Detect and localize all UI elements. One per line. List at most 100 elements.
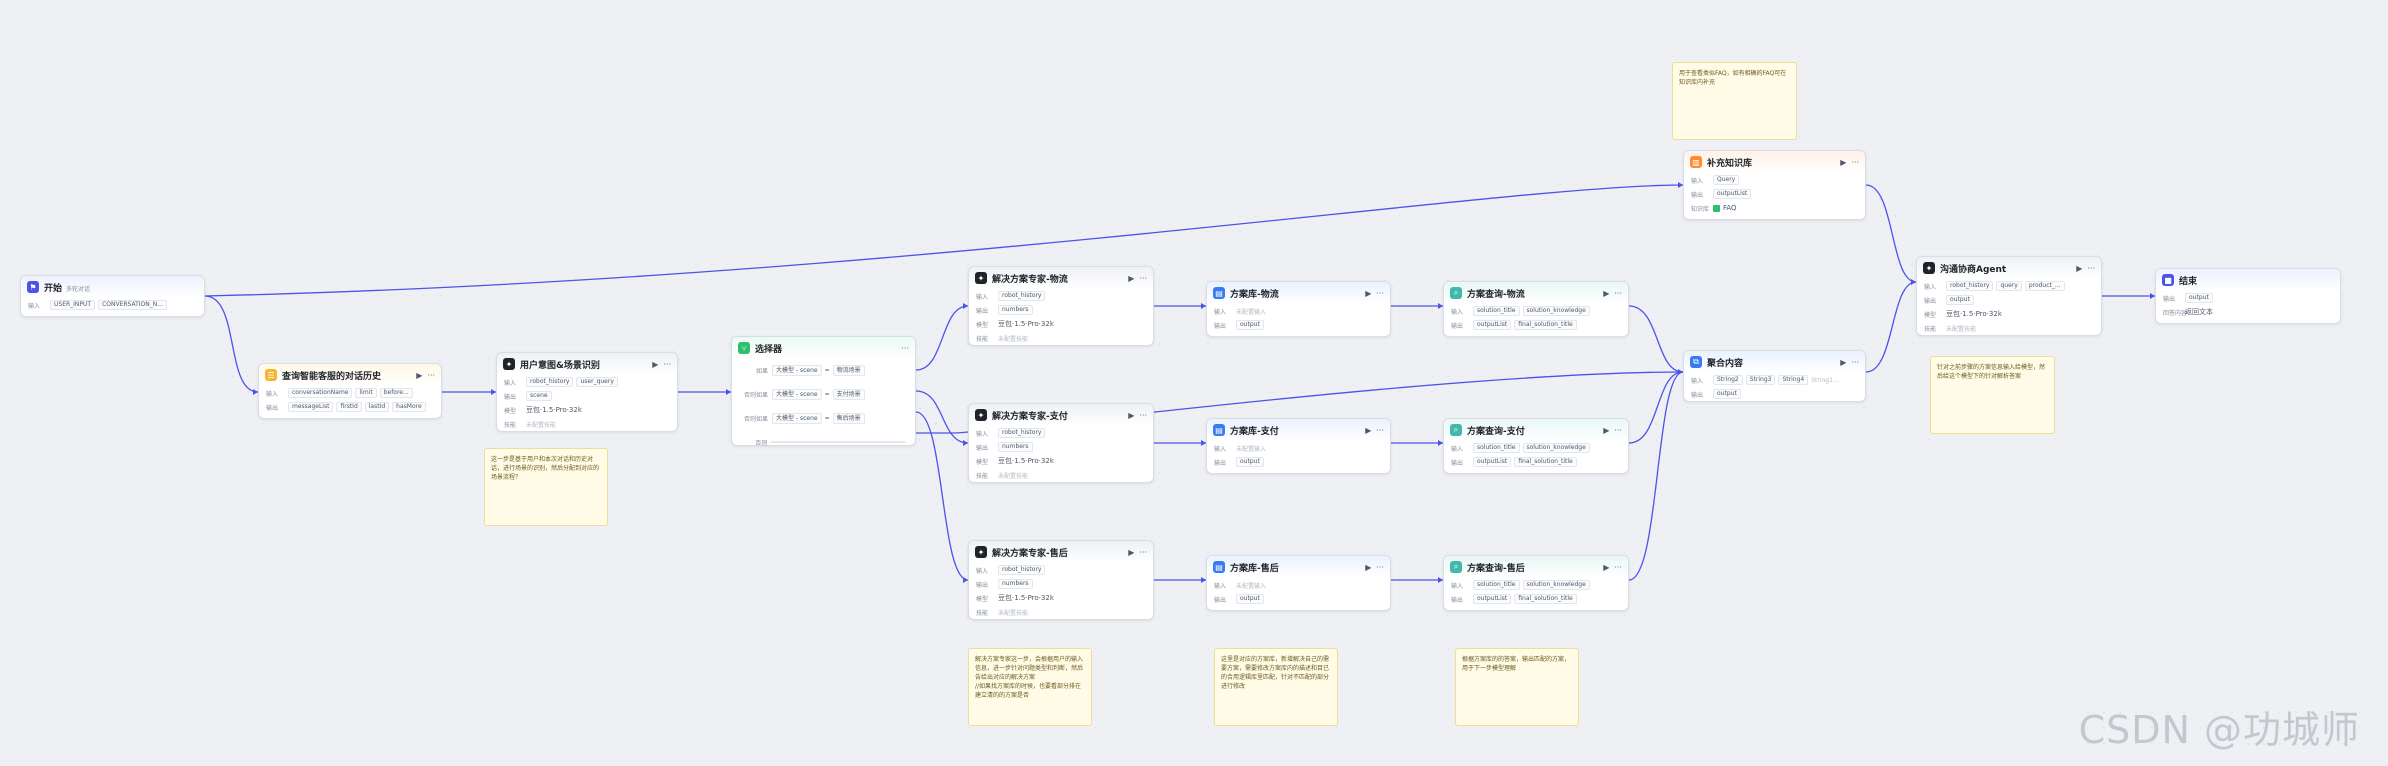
run-icon[interactable]: ▶ (652, 359, 659, 369)
expert-model: 豆包·1.5·Pro·32k (998, 457, 1054, 465)
llm-icon: ✦ (503, 358, 515, 370)
input-none: 未配置输入 (1236, 582, 1267, 590)
end-title: 结束 (2179, 276, 2198, 287)
node-merge[interactable]: ⧉ 聚合内容 ▶ ··· 输入 String2 String3 String4 … (1683, 350, 1866, 402)
label-output: 输出 (1451, 459, 1464, 467)
run-icon[interactable]: ▶ (1840, 357, 1847, 367)
query-title: 方案查询-售后 (1467, 563, 1525, 574)
more-icon[interactable]: ··· (1139, 547, 1147, 557)
knowledge-base-name: FAQ (1723, 204, 1737, 212)
node-start[interactable]: ⚑ 开始多轮对话 输入 USER_INPUT CONVERSATION_N... (20, 275, 205, 317)
label-input: 输入 (1691, 377, 1704, 385)
run-icon[interactable]: ▶ (1365, 562, 1372, 572)
label-skill: 技能 (976, 609, 989, 617)
more-icon[interactable]: ··· (2087, 263, 2095, 273)
query-note[interactable]: 根据方案库的的答案，输出匹配的方案，用于下一步模型理解 (1455, 648, 1579, 726)
more-icon[interactable]: ··· (427, 370, 435, 380)
more-icon[interactable]: ··· (1139, 273, 1147, 283)
run-icon[interactable]: ▶ (1603, 425, 1610, 435)
more-icon[interactable]: ··· (1851, 157, 1859, 167)
query-title: 方案查询-物流 (1467, 289, 1525, 300)
run-icon[interactable]: ▶ (1840, 157, 1847, 167)
selector-icon: ⑂ (738, 342, 750, 354)
node-query-aftersale[interactable]: ⌕ 方案查询-售后 ▶ ··· 输入 solution_title soluti… (1443, 555, 1629, 611)
end-answer: 返回文本 (2185, 308, 2213, 316)
start-icon: ⚑ (27, 281, 39, 293)
run-icon[interactable]: ▶ (1128, 547, 1135, 557)
intent-title: 用户意图&场景识别 (520, 360, 600, 371)
run-icon[interactable]: ▶ (1128, 410, 1135, 420)
more-icon[interactable]: ··· (1851, 357, 1859, 367)
node-query-logistics[interactable]: ⌕ 方案查询-物流 ▶ ··· 输入 solution_title soluti… (1443, 281, 1629, 337)
label-knowledge-base: 知识库 (1691, 205, 1710, 213)
more-icon[interactable]: ··· (1139, 410, 1147, 420)
label-model: 模型 (504, 407, 517, 415)
expert-output: numbers (998, 579, 1033, 589)
label-input: 输入 (976, 430, 989, 438)
query-output: outputList (1473, 320, 1512, 330)
more-icon[interactable]: ··· (1376, 425, 1384, 435)
run-icon[interactable]: ▶ (1603, 562, 1610, 572)
agent-model: 豆包·1.5·Pro·32k (1946, 310, 2002, 318)
selector-row-label: 否则如果 (743, 415, 768, 423)
query-output: final_solution_title (1514, 457, 1577, 467)
history-icon: ☰ (265, 369, 277, 381)
input-none: 未配置输入 (1236, 445, 1267, 453)
run-icon[interactable]: ▶ (1603, 288, 1610, 298)
label-input: 输入 (504, 379, 517, 387)
query-input: solution_title (1473, 580, 1520, 590)
database-icon: ▤ (1213, 424, 1225, 436)
query-input: solution_title (1473, 306, 1520, 316)
lib-output: output (1236, 457, 1264, 467)
run-icon[interactable]: ▶ (416, 370, 423, 380)
start-title: 开始 (44, 283, 63, 294)
more-icon[interactable]: ··· (901, 343, 909, 353)
node-query-payment[interactable]: ⌕ 方案查询-支付 ▶ ··· 输入 solution_title soluti… (1443, 418, 1629, 474)
more-icon[interactable]: ··· (1614, 562, 1622, 572)
lib-output: output (1236, 320, 1264, 330)
more-icon[interactable]: ··· (1614, 288, 1622, 298)
label-input: 输入 (1451, 308, 1464, 316)
selector-row-label: 如果 (755, 367, 768, 375)
expert-note[interactable]: 解决方案专家这一步，会根据用户的输入信息，进一步针对问题类型和判断，然后告给出对… (968, 648, 1092, 726)
query-input: solution_knowledge (1522, 306, 1590, 316)
query-icon: ⌕ (1450, 561, 1462, 573)
run-icon[interactable]: ▶ (1365, 288, 1372, 298)
intent-note[interactable]: 这一步是基于用户和本次对话和历史对话，进行场景的识别，然后分配到对应的场景流程？ (484, 448, 608, 526)
skill-none: 未配置技能 (526, 421, 557, 429)
more-icon[interactable]: ··· (1376, 288, 1384, 298)
node-selector[interactable]: ⑂ 选择器 ··· 如果 大模型 - scene = 物流场景 否则如果 大模型… (731, 336, 916, 447)
node-intent[interactable]: ✦ 用户意图&场景识别 ▶ ··· 输入 robot_history user_… (496, 352, 678, 432)
node-agent[interactable]: ✦ 沟通协商Agent ▶ ··· 输入 robot_history query… (1916, 256, 2102, 336)
more-icon[interactable]: ··· (1376, 562, 1384, 572)
knowledge-note[interactable]: 用于查看类似FAQ，如有相确的FAQ可在知识库内补充 (1672, 62, 1797, 140)
lib-title: 方案库-支付 (1230, 426, 1279, 437)
more-icon[interactable]: ··· (663, 359, 671, 369)
knowledge-icon: ▥ (1690, 156, 1702, 168)
merge-input: String4 (1778, 375, 1809, 385)
lib-note[interactable]: 这里是对应的方案库，新增解决自己的需要方案，需要修改方案库内的描述和目已的合用逻… (1214, 648, 1338, 726)
selector-row-op: = (824, 366, 830, 374)
agent-note[interactable]: 针对之前步骤的方案信息输入给模型，然后给这个模型下的针对解析答案 (1930, 356, 2055, 434)
node-history[interactable]: ☰ 查询智能客服的对话历史 ▶ ··· 输入 conversationName … (258, 363, 442, 419)
intent-output: scene (526, 391, 552, 401)
history-output: hasMore (392, 402, 426, 412)
more-icon[interactable]: ··· (1614, 425, 1622, 435)
llm-icon: ✦ (1923, 262, 1935, 274)
run-icon[interactable]: ▶ (2076, 263, 2083, 273)
skill-none: 未配置技能 (998, 609, 1029, 617)
lib-title: 方案库-物流 (1230, 289, 1279, 300)
label-input: 输入 (28, 302, 41, 310)
label-input: 输入 (1924, 283, 1937, 291)
run-icon[interactable]: ▶ (1128, 273, 1135, 283)
label-input: 输入 (1214, 582, 1227, 590)
run-icon[interactable]: ▶ (1365, 425, 1372, 435)
